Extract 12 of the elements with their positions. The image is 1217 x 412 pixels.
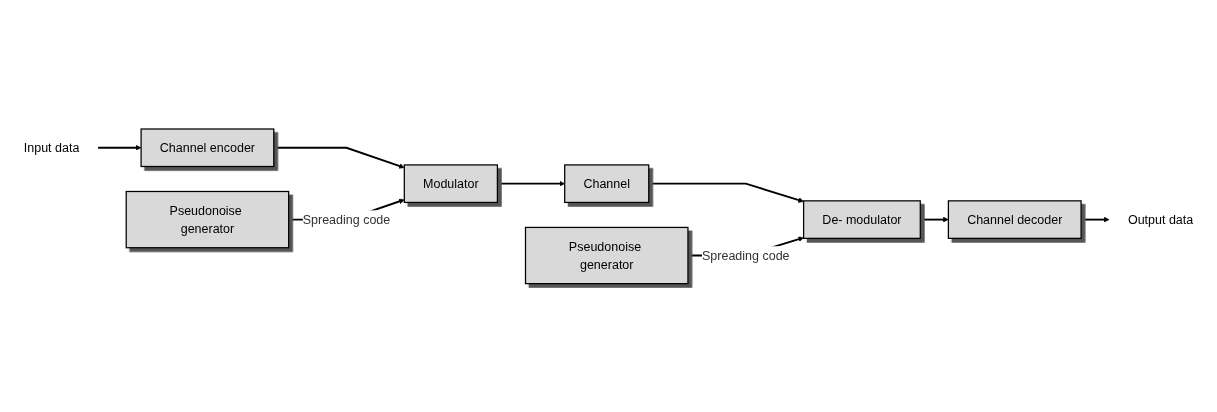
node-box: Channel bbox=[564, 163, 650, 203]
node-box: Pseudonoise generator bbox=[524, 226, 689, 284]
node-box: Modulator bbox=[403, 163, 498, 203]
node-box: Channel decoder bbox=[947, 199, 1082, 239]
arrow bbox=[97, 144, 142, 151]
edge-label: Spreading code bbox=[702, 248, 790, 263]
edge-label: Spreading code bbox=[302, 212, 391, 227]
node-box: De- modulator bbox=[803, 199, 921, 239]
node-text: Input data bbox=[23, 140, 80, 155]
node-text: Output data bbox=[1127, 212, 1194, 227]
node-box: Pseudonoise generator bbox=[125, 190, 290, 248]
node-box: Channel encoder bbox=[140, 128, 275, 167]
